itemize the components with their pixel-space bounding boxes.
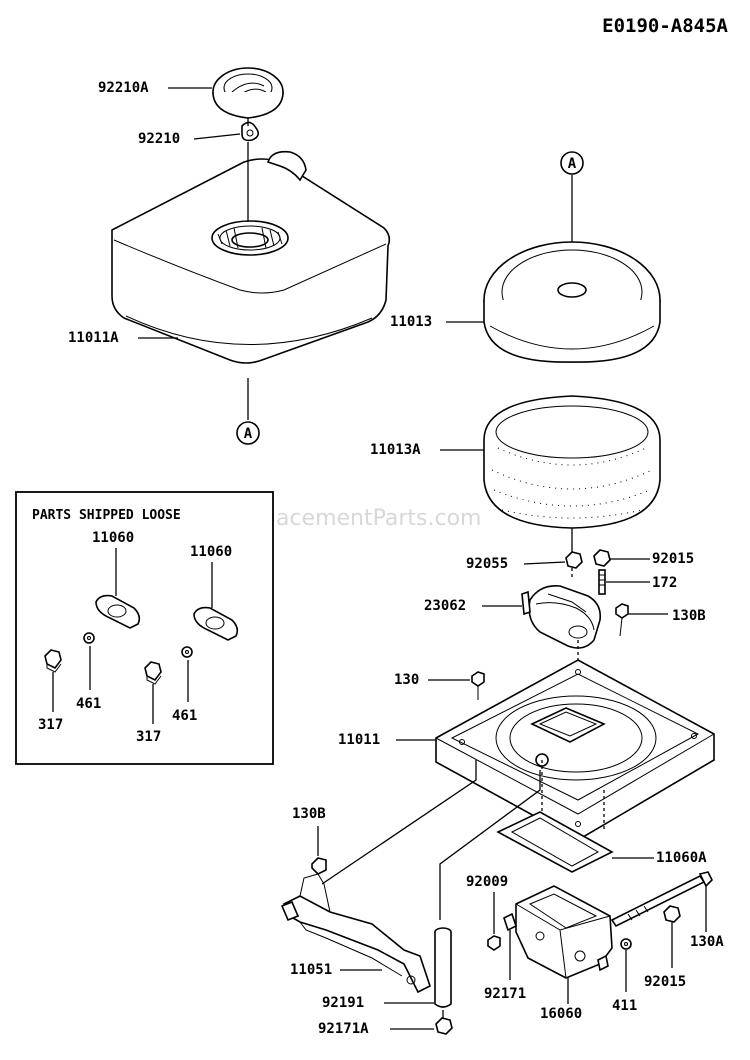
parts-shipped-loose-box: PARTS SHIPPED LOOSE 11060 11060 461 461 [15, 491, 274, 765]
bolt-130A-part [610, 871, 713, 928]
loose-label-11060-left: 11060 [92, 530, 134, 546]
loose-label-317-right: 317 [136, 729, 161, 745]
foam-element-11013A-part [483, 395, 661, 529]
nut-92055-part [565, 551, 583, 569]
label-172: 172 [652, 575, 677, 591]
label-11011A: 11011A [68, 330, 119, 346]
carburetor-16060-part [515, 885, 613, 979]
bracket-11051-part [280, 873, 431, 994]
label-130B-left: 130B [292, 806, 326, 822]
clip-92210-part [241, 121, 260, 142]
label-92191: 92191 [322, 995, 364, 1011]
diagram-id: E0190-A845A [602, 15, 728, 37]
reference-marker-a-bottom: A [236, 421, 260, 445]
screw-130B-top-part [615, 603, 629, 637]
label-11011: 11011 [338, 732, 380, 748]
gasket-11060-right-part [193, 606, 239, 641]
label-11060A: 11060A [656, 850, 707, 866]
cap-92210A-part [212, 67, 284, 119]
loose-box-title: PARTS SHIPPED LOOSE [32, 508, 181, 523]
gasket-11060A-part [496, 811, 614, 873]
loose-label-317-left: 317 [38, 717, 63, 733]
washer-461-right-part [181, 646, 193, 658]
loose-label-461-left: 461 [76, 696, 101, 712]
gasket-11060-left-part [95, 594, 141, 629]
nut-317-left-part [44, 649, 62, 673]
screw-130-part [471, 671, 485, 700]
label-130: 130 [394, 672, 419, 688]
label-92055: 92055 [466, 556, 508, 572]
label-92171: 92171 [484, 986, 526, 1002]
screw-130B-left-part [311, 857, 327, 875]
label-92210: 92210 [138, 131, 180, 147]
label-130A: 130A [690, 934, 724, 950]
nut-317-right-part [144, 661, 162, 685]
label-92015-top: 92015 [652, 551, 694, 567]
cover-11011A-part [111, 150, 391, 364]
svg-text:A: A [244, 426, 253, 442]
svg-text:A: A [568, 156, 577, 172]
nut-92015-bottom-part [663, 905, 681, 923]
label-16060: 16060 [540, 1006, 582, 1022]
label-92009: 92009 [466, 874, 508, 890]
reference-marker-a-top: A [560, 151, 584, 175]
base-11011-part [435, 659, 715, 841]
label-11051: 11051 [290, 962, 332, 978]
rod-92191-part [434, 927, 452, 1008]
label-130B-top: 130B [672, 608, 706, 624]
label-11013A: 11013A [370, 442, 421, 458]
label-92171A: 92171A [318, 1021, 369, 1037]
stud-172-part [598, 569, 606, 595]
loose-label-11060-right: 11060 [190, 544, 232, 560]
label-411: 411 [612, 998, 637, 1014]
label-11013: 11013 [390, 314, 432, 330]
bracket-23062-part [521, 584, 602, 649]
washer-411-part [620, 938, 632, 950]
loose-label-461-right: 461 [172, 708, 197, 724]
clip-92171-part [503, 912, 517, 932]
nut-92171A-part [435, 1017, 453, 1035]
label-92015-bottom: 92015 [644, 974, 686, 990]
nut-92015-top-part [593, 549, 611, 567]
label-92210A: 92210A [98, 80, 149, 96]
washer-461-left-part [83, 632, 95, 644]
label-23062: 23062 [424, 598, 466, 614]
air-filter-11013-part [483, 241, 661, 363]
screw-92009-part [487, 935, 501, 951]
